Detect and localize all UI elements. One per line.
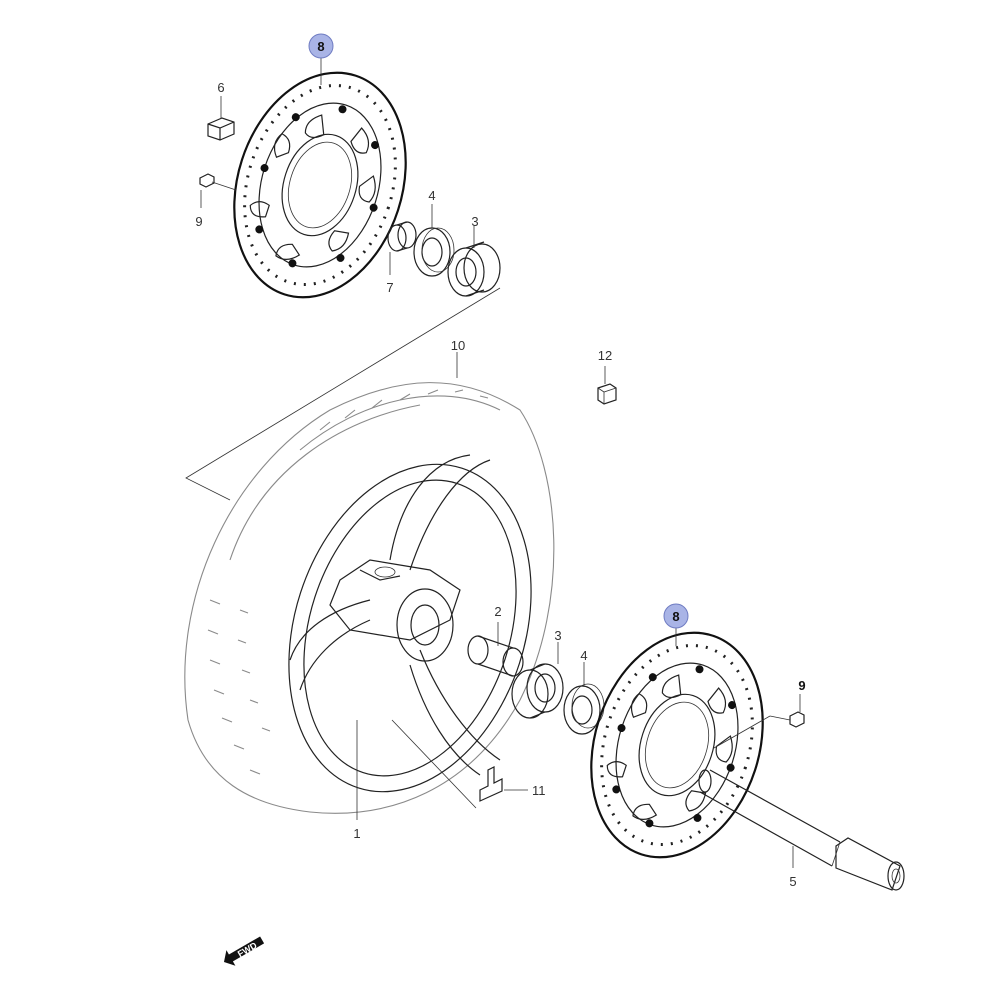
callout-2: 2: [494, 604, 501, 619]
small-bolt-bottom-part[interactable]: [713, 694, 805, 749]
collar-part[interactable]: [467, 622, 524, 677]
valve-part[interactable]: [391, 719, 528, 809]
assembly-guide-lines: [185, 287, 501, 501]
callout-9-top: 9: [195, 214, 202, 229]
axle-part[interactable]: [698, 769, 905, 891]
wheel-rim[interactable]: [249, 433, 572, 824]
callout-1: 1: [353, 826, 360, 841]
callout-8-top[interactable]: 8: [308, 33, 334, 85]
callout-7: 7: [386, 280, 393, 295]
brake-disc-top[interactable]: [206, 50, 433, 319]
callout-6: 6: [217, 80, 224, 95]
callout-8-bottom[interactable]: 8: [663, 603, 689, 646]
tire[interactable]: [184, 352, 555, 814]
callout-5: 5: [789, 874, 796, 889]
bearing-bottom-part[interactable]: [563, 662, 605, 735]
small-bolt-top-part[interactable]: [199, 173, 237, 208]
callout-11: 11: [532, 783, 546, 798]
callout-3-top: 3: [471, 214, 478, 229]
callout-12: 12: [598, 348, 612, 363]
callout-9-bottom: 9: [798, 678, 805, 693]
fwd-badge: FWD: [223, 936, 265, 966]
callout-10: 10: [451, 338, 465, 353]
svg-text:8: 8: [672, 609, 679, 624]
bearing-top-part[interactable]: [413, 204, 455, 277]
spacer-part[interactable]: [387, 221, 417, 275]
forward-arrow-icon: FWD: [223, 936, 265, 966]
brake-disc-bottom[interactable]: [563, 610, 790, 879]
callout-3-bottom: 3: [554, 628, 561, 643]
seal-bottom-part[interactable]: [511, 642, 564, 719]
callout-4-top: 4: [428, 188, 435, 203]
callout-4-bottom: 4: [580, 648, 587, 663]
seal-top-part[interactable]: [447, 226, 501, 297]
disc-bolt-part[interactable]: [207, 96, 235, 141]
balance-weight-part[interactable]: [597, 366, 617, 405]
svg-text:8: 8: [317, 39, 324, 54]
